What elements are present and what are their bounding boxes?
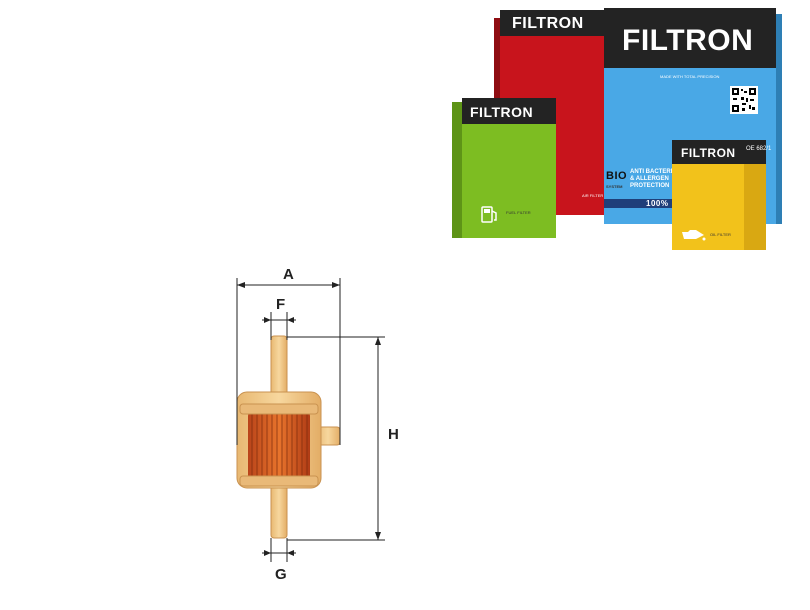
bio-label: BIO (606, 170, 628, 182)
qr-code-icon (730, 86, 758, 114)
green-box-brand: FILTRON (470, 104, 534, 120)
green-box-header (462, 98, 556, 124)
yellow-box-side (744, 164, 766, 250)
dim-label-a: A (283, 266, 294, 283)
green-box-face (462, 124, 556, 238)
blue-box-side (776, 14, 782, 224)
green-box: FILTRON FUEL FILTER (452, 98, 556, 238)
yellow-box-small-text: OIL FILTER (710, 232, 731, 237)
oil-can-icon (680, 226, 706, 247)
yellow-box-brand: FILTRON (681, 146, 736, 160)
bio-system-label: SYSTEM (606, 184, 623, 189)
fuel-pump-icon (480, 204, 500, 229)
blue-box-header (604, 8, 776, 68)
dimension-arrows (237, 282, 381, 556)
protection-line: & ALLERGEN (630, 176, 669, 182)
red-box-brand: FILTRON (512, 15, 584, 32)
dim-label-g: G (275, 566, 287, 583)
protection-line: ANTI BACTERIA (630, 169, 677, 175)
top-nozzle (270, 335, 288, 397)
green-box-side (452, 102, 462, 238)
dim-label-f: F (276, 296, 286, 313)
yellow-box-code: OE 682/1 (746, 146, 772, 152)
yellow-box-header (672, 140, 766, 164)
bio-badge: BIO SYSTEM ANTI BACTERIA & ALLERGEN PROT… (604, 168, 677, 198)
bottom-cap (239, 475, 319, 487)
top-cap (239, 403, 319, 415)
dim-label-h: H (388, 426, 399, 443)
blue-box-brand: FILTRON (622, 24, 754, 57)
yellow-box: FILTRON OE 682/1 OIL FILTER (672, 140, 771, 250)
protection-lines: ANTI BACTERIA & ALLERGEN PROTECTION (630, 169, 677, 190)
bottom-nozzle (270, 479, 288, 539)
red-box-header (500, 10, 618, 36)
red-box-small-text: AIR FILTER (582, 193, 604, 198)
blue-box-tagline: MADE WITH TOTAL PRECISION (660, 74, 720, 79)
filter-pleats (251, 414, 308, 478)
dimension-lines (236, 278, 385, 562)
protection-line: PROTECTION (630, 183, 670, 189)
filter-core (248, 412, 310, 480)
percent-label: 100% (646, 199, 669, 208)
green-box-small-text: FUEL FILTER (506, 210, 531, 215)
percent-stripe (604, 199, 672, 208)
